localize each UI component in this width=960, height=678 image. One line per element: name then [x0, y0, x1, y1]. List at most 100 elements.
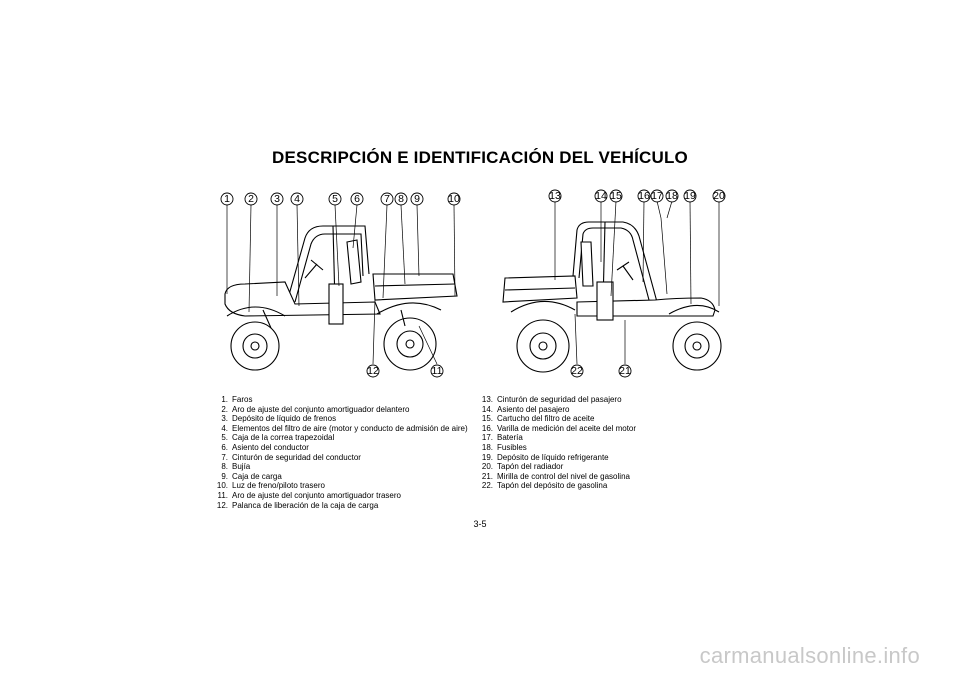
callout-10: 10: [447, 192, 461, 206]
svg-text:1: 1: [224, 193, 230, 205]
callout-12: 12: [366, 364, 380, 378]
callout-22: 22: [570, 364, 584, 378]
callout-18: 18: [665, 189, 679, 203]
list-item-text: Luz de freno/piloto trasero: [232, 481, 325, 491]
list-item: 1. Faros: [209, 395, 468, 405]
list-item-text: Cartucho del filtro de aceite: [497, 414, 595, 424]
list-item-text: Batería: [497, 433, 523, 443]
list-item-number: 1.: [221, 395, 228, 404]
list-item: 19.Depósito de líquido refrigerante: [474, 453, 636, 463]
svg-text:5: 5: [332, 193, 338, 205]
svg-text:11: 11: [432, 365, 443, 377]
callout-4: 4: [290, 192, 304, 206]
list-item: 22.Tapón del depósito de gasolina: [474, 481, 636, 491]
list-item-text: Aro de ajuste del conjunto amortiguador …: [232, 404, 410, 414]
list-item-number: 9.: [221, 471, 228, 481]
svg-text:10: 10: [448, 193, 460, 205]
svg-text:14: 14: [595, 190, 607, 202]
svg-text:20: 20: [713, 190, 725, 202]
list-item-number: 19.: [481, 452, 493, 462]
callout-6: 6: [350, 192, 364, 206]
callout-8: 8: [394, 192, 408, 206]
list-item-text: Tapón del depósito de gasolina: [497, 481, 608, 491]
list-item-number: 4.: [221, 423, 228, 433]
list-item-text: Depósito de líquido de frenos: [232, 414, 337, 424]
list-item: 12. Palanca de liberación de la caja de c…: [209, 501, 468, 511]
list-item-number: 13.: [481, 395, 493, 404]
list-item-text: Cinturón de seguridad del pasajero: [497, 395, 622, 404]
list-item-number: 10.: [216, 481, 228, 491]
list-item: 18. Fusibles: [474, 443, 636, 453]
svg-text:12: 12: [367, 365, 379, 377]
list-item-text: Asiento del pasajero: [497, 404, 570, 414]
list-item: 8. Bujía: [209, 462, 468, 472]
page-number: 3-5: [473, 519, 487, 529]
list-item-text: Aro de ajuste del conjunto amortiguador …: [232, 490, 401, 500]
list-item: 21. Mirilla de control del nivel de gasol…: [474, 472, 636, 482]
list-item-number: 7.: [221, 452, 228, 462]
parts-list-left: 1. Faros 2. Aro de ajuste del conjunto amor…: [209, 395, 468, 510]
list-item-number: 18.: [481, 442, 493, 452]
list-item-text: Varilla de medición del aceite del motor: [497, 423, 637, 433]
svg-text:17: 17: [651, 190, 663, 202]
list-item-number: 2.: [221, 404, 228, 414]
svg-text:13: 13: [549, 190, 561, 202]
callout-21: 21: [618, 364, 632, 378]
svg-text:16: 16: [638, 190, 650, 202]
list-item-text: Cinturón de seguridad del conductor: [232, 452, 361, 462]
callout-5: 5: [328, 192, 342, 206]
callout-20: 20: [712, 189, 726, 203]
page-title: DESCRIPCIÓN E IDENTIFICACIÓN DEL VEHÍCUL…: [272, 148, 688, 167]
callout-11: 11: [430, 364, 444, 378]
svg-text:21: 21: [619, 365, 631, 377]
callout-2: 2: [244, 192, 258, 206]
callout-9: 9: [410, 192, 424, 206]
vehicle-diagram: 1 2 3 4 5 6 7 8 9 10 11 12 13 14 15 16 1…: [220, 189, 726, 378]
list-item: 3.Depósito de líquido de frenos: [209, 414, 468, 424]
list-item-number: 6.: [221, 442, 228, 452]
list-item-text: Mirilla de control del nivel de gasolina: [497, 471, 630, 481]
list-item-number: 11.: [217, 490, 228, 500]
list-item: 9. Caja de carga: [209, 472, 468, 482]
list-item-number: 16.: [481, 423, 493, 433]
list-item-text: Faros: [232, 395, 253, 404]
list-item: 13. Cinturón de seguridad del pasajero: [474, 395, 636, 405]
list-item: 7. Cinturón de seguridad del conductor: [209, 453, 468, 463]
list-item-number: 12.: [216, 500, 228, 510]
list-item-number: 17.: [481, 433, 493, 443]
list-item-text: Asiento del conductor: [232, 442, 309, 452]
callout-7: 7: [380, 192, 394, 206]
list-item-text: Caja de carga: [232, 471, 282, 481]
list-item: 2. Aro de ajuste del conjunto amortiguado…: [209, 405, 468, 415]
list-item: 11. Aro de ajuste del conjunto amortiguad…: [209, 491, 468, 501]
list-item-text: Fusibles: [497, 442, 527, 452]
svg-text:15: 15: [610, 190, 622, 202]
list-item: 6. Asiento del conductor: [209, 443, 468, 453]
list-item-text: Palanca de liberación de la caja de carg…: [232, 500, 379, 510]
svg-text:6: 6: [354, 193, 360, 205]
svg-text:7: 7: [384, 193, 390, 205]
svg-text:18: 18: [666, 190, 678, 202]
list-item-number: 15.: [481, 414, 493, 424]
list-item: 20.Tapón del radiador: [474, 462, 636, 472]
vehicle-right-side-view: [502, 221, 722, 373]
watermark: carmanualsonline.info: [699, 643, 920, 668]
list-item-number: 21.: [481, 471, 493, 481]
list-item: 10. Luz de freno/piloto trasero: [209, 481, 468, 491]
svg-text:8: 8: [398, 193, 404, 205]
list-item: 17. Batería: [474, 433, 636, 443]
list-item-text: Elementos del filtro de aire (motor y co…: [232, 423, 468, 433]
list-item: 5.Caja de la correa trapezoidal: [209, 433, 468, 443]
list-item: 4. Elementos del filtro de aire (motor y …: [209, 423, 468, 434]
list-item-number: 5.: [221, 433, 228, 443]
list-item-number: 8.: [221, 462, 228, 472]
svg-text:9: 9: [414, 193, 420, 205]
list-item-number: 14.: [481, 404, 493, 414]
callout-3: 3: [270, 192, 284, 206]
vehicle-left-side-view: [224, 225, 458, 371]
callout-13: 13: [548, 189, 562, 203]
svg-text:4: 4: [294, 193, 300, 205]
list-item-text: Bujía: [232, 462, 251, 472]
callout-1: 1: [220, 192, 234, 206]
leader-lines-left: [226, 204, 456, 365]
